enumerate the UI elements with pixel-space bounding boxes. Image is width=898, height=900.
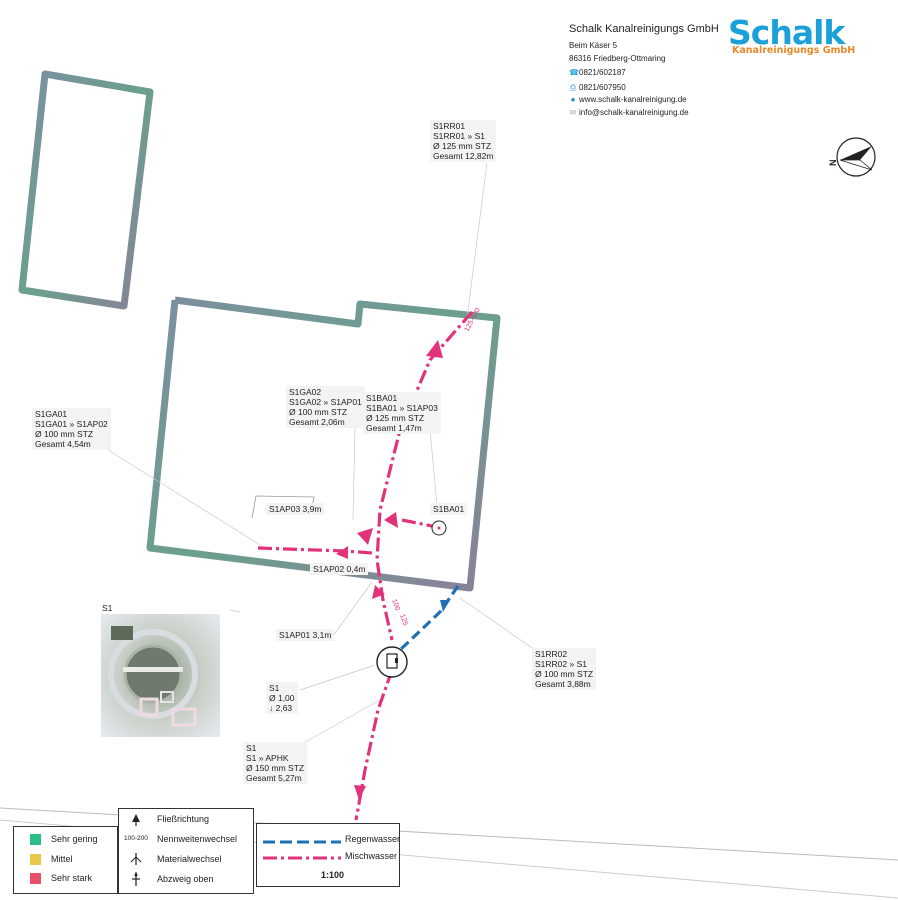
- flow-arrow-icon: [132, 814, 140, 826]
- company-email-row: ✉info@schalk-kanalreinigung.de: [569, 108, 689, 117]
- legend-scale: 1:100: [321, 870, 345, 880]
- legend-swatch-low: [30, 834, 41, 845]
- legend-lines: Regenwasser Mischwasser 1:100: [256, 823, 400, 887]
- legend-branch-label: Abzweig oben: [157, 874, 214, 884]
- company-fax-row: ⎙0821/607950: [569, 83, 626, 93]
- company-header: Schalk Kanalreinigungs GmbH Beim Käser 5…: [563, 13, 873, 123]
- company-email[interactable]: info@schalk-kanalreinigung.de: [579, 108, 689, 117]
- legend-swatch-mid: [30, 854, 41, 865]
- globe-icon: ●: [570, 95, 576, 104]
- flow-arrow-icon: [440, 600, 450, 612]
- mail-icon: ✉: [569, 108, 577, 117]
- flow-arrow-icon: [354, 785, 366, 800]
- photo-title: S1: [102, 603, 113, 613]
- outbuilding-outline: [18, 70, 154, 310]
- legend-flow-label: Fließrichtung: [157, 814, 210, 824]
- label-s1ap03: S1AP03 3,9m: [266, 503, 325, 515]
- company-phone-row: ☎0821/602187: [569, 68, 626, 77]
- sketch-bracket: [251, 495, 315, 519]
- leader-lines: [99, 162, 536, 746]
- manhole-s1[interactable]: [376, 646, 408, 678]
- dn-annotation-mid-b: 125: [398, 613, 409, 626]
- branch-top-icon: [132, 872, 140, 886]
- fax-icon: ⎙: [569, 83, 577, 92]
- legend-symbols: Fließrichtung 100-200 Nennweitenwechsel …: [118, 808, 254, 894]
- dn-annotation-mid-a: 100: [390, 598, 401, 611]
- legend-mixed-label: Mischwasser: [345, 851, 398, 861]
- phone-icon: ☎: [569, 68, 579, 77]
- label-s1ba01-node: S1BA01: [430, 503, 468, 515]
- company-phone[interactable]: 0821/602187: [579, 68, 626, 77]
- company-city: 86316 Friedberg-Ottmaring: [569, 54, 666, 63]
- label-s1ap01: S1AP01 3,1m: [276, 629, 335, 641]
- legend-status-mid: Mittel: [51, 854, 73, 864]
- material-change-icon: [130, 853, 142, 865]
- legend-rain-label: Regenwasser: [345, 834, 401, 844]
- rain-line-swatch: [263, 840, 341, 844]
- mixed-line-swatch: [263, 856, 341, 860]
- company-logo: Schalk Kanalreinigungs GmbH: [728, 13, 868, 57]
- flow-arrow-icon: [384, 512, 398, 528]
- legend-material-label: Materialwechsel: [157, 854, 222, 864]
- logo-word: Schalk: [728, 13, 845, 52]
- legend-swatch-high: [30, 873, 41, 884]
- flow-arrows: [336, 340, 443, 800]
- flow-arrow-icon: [426, 340, 443, 358]
- main-building-outline: [146, 296, 501, 592]
- flow-arrow-icon: [357, 528, 373, 545]
- flow-arrow-icon: [336, 546, 348, 559]
- company-street: Beim Käser 5: [569, 41, 618, 50]
- legend-diameter-label: Nennweitenwechsel: [157, 834, 238, 844]
- diameter-change-icon: 100-200: [124, 835, 148, 842]
- company-fax: 0821/607950: [579, 83, 626, 92]
- svg-text:N: N: [828, 160, 838, 167]
- company-web[interactable]: www.schalk-kanalreinigung.de: [579, 95, 687, 104]
- label-s1ap02: S1AP02 0,4m: [310, 563, 369, 575]
- legend-status-high: Sehr stark: [51, 873, 93, 883]
- legend-status-low: Sehr gering: [51, 834, 98, 844]
- legend-status: Sehr gering Mittel Sehr stark: [13, 826, 118, 894]
- company-name: Schalk Kanalreinigungs GmbH: [569, 23, 719, 35]
- regenwasser-line: [398, 585, 460, 652]
- flow-arrow-icon: [372, 585, 385, 599]
- logo-subtitle: Kanalreinigungs GmbH: [732, 45, 856, 56]
- company-web-row: ●www.schalk-kanalreinigung.de: [569, 95, 687, 104]
- manhole-photo[interactable]: [101, 614, 220, 737]
- compass-icon: N: [828, 137, 876, 177]
